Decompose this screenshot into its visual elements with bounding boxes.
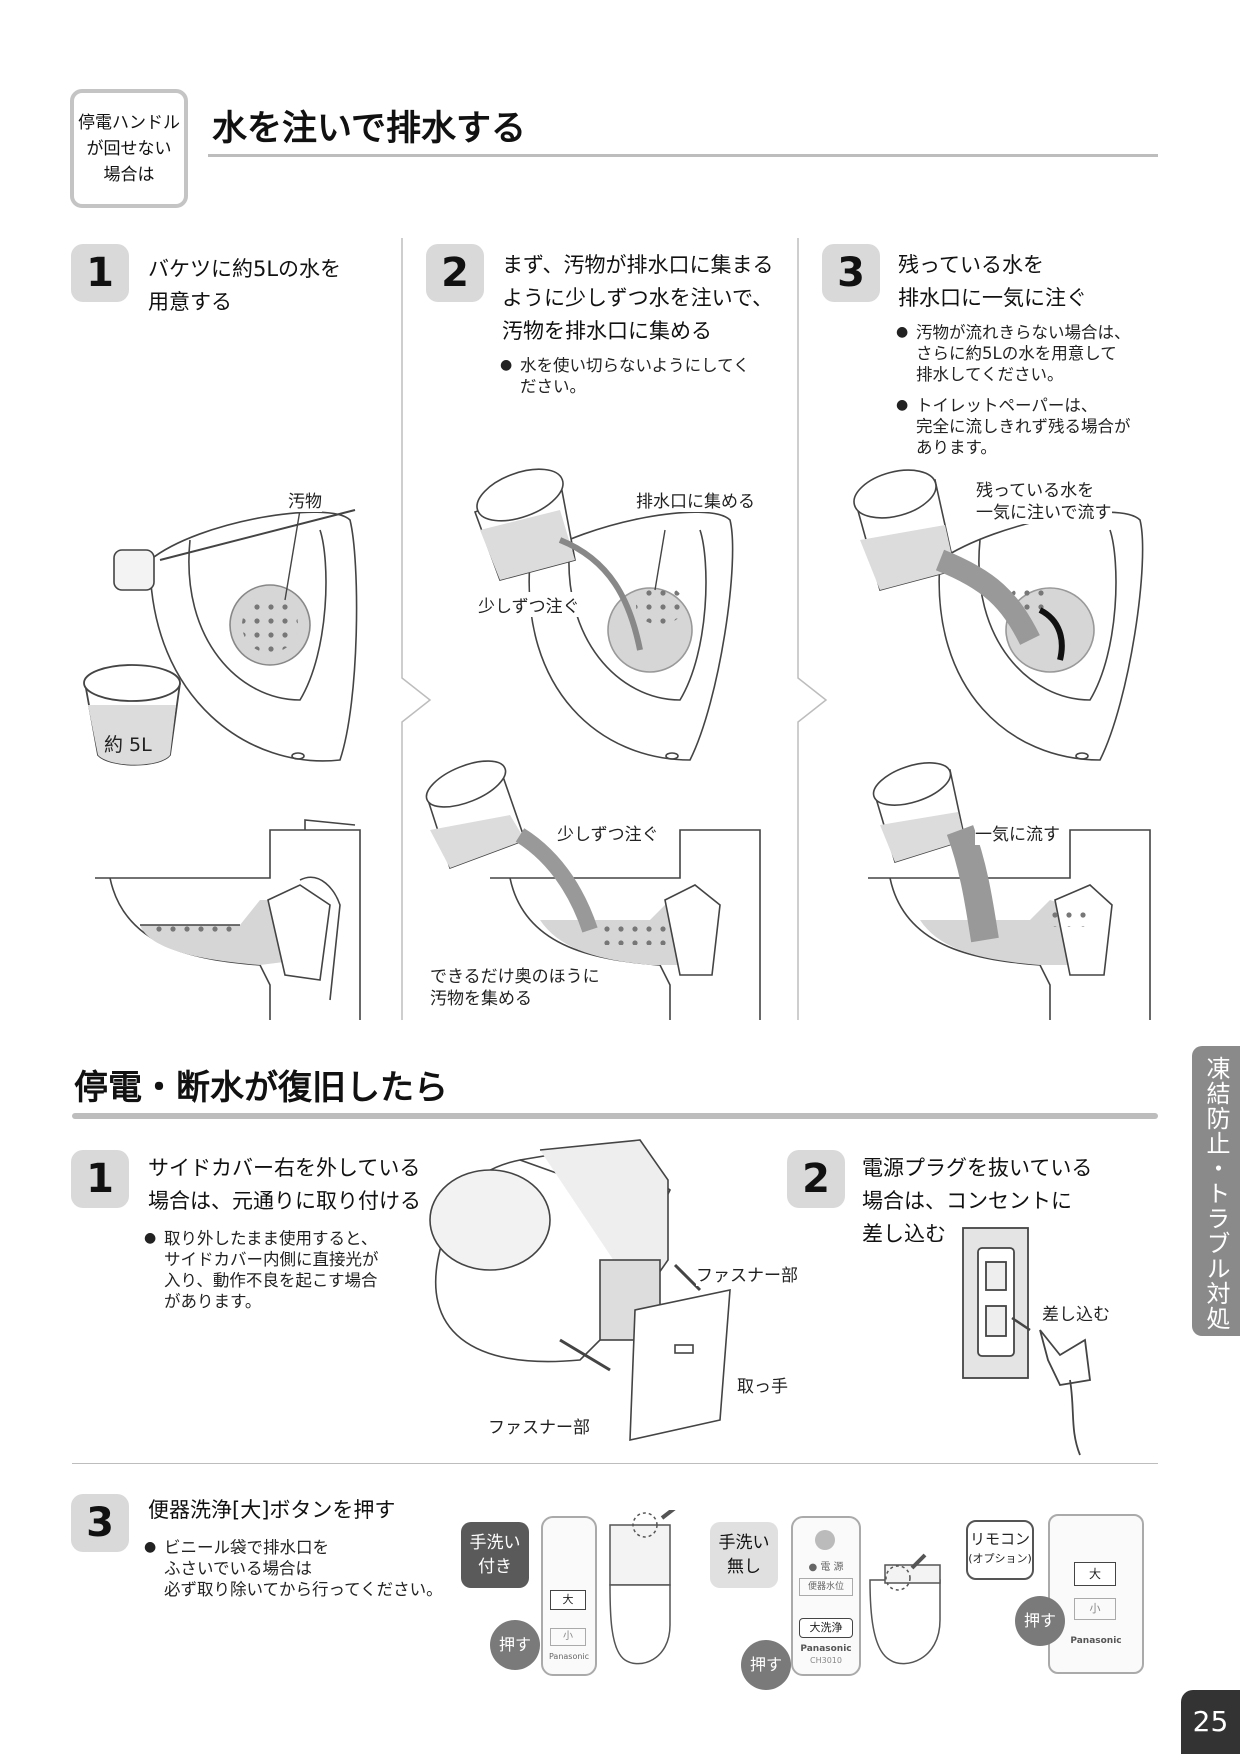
section1-heading: 水を注いで排水する (212, 109, 526, 149)
column-separators (401, 238, 828, 1020)
label-insert: 差し込む (1042, 1300, 1110, 1325)
section2-illustrations (429, 1139, 1092, 1456)
big-flush-button-a[interactable]: 大 (550, 1590, 586, 1610)
s2-step-1-note: ● 取り外したまま使用すると、 サイドカバー内側に直接光が 入り、動作不良を起こ… (144, 1229, 379, 1311)
page-number: 25 (1181, 1690, 1240, 1754)
bowl-cross-section-1 (95, 819, 361, 1020)
remote-panel-c: 大 小 Panasonic (1048, 1514, 1144, 1674)
step-3-title: 残っている水を 排水口に一気に注ぐ (898, 253, 1087, 310)
label-bucket-5l: 約 5L (104, 734, 152, 756)
label-handle: 取っ手 (737, 1372, 788, 1397)
remote-panel-b: ● 電 源 便器水位 大洗浄 Panasonic CH3010 (791, 1516, 861, 1676)
side-tab[interactable]: 凍結防止・トラブル対処 (1192, 1046, 1240, 1336)
bowl-top-view-1 (113, 509, 358, 762)
label-pour-upper: 少しずつ注ぐ (478, 592, 580, 617)
label-gather-back: できるだけ奥のほうに 汚物を集める (430, 966, 600, 1010)
s2-step-2-badge: 2 (787, 1150, 845, 1208)
s2-step-1-title: サイドカバー右を外している 場合は、元通りに取り付ける (148, 1156, 421, 1213)
wall-outlet (962, 1227, 1092, 1456)
s2-step-3-badge: 3 (71, 1494, 129, 1552)
s2-step-2-title: 電源プラグを抜いている 場合は、コンセントに 差し込む (862, 1156, 1093, 1246)
power-lamp (815, 1530, 835, 1550)
section2-divider (72, 1463, 1158, 1464)
toilet-illustrations (83, 468, 1151, 1020)
label-gather: 排水口に集める (636, 487, 755, 512)
toilet-without-basin (869, 1553, 941, 1665)
push-hand-a: 押す (490, 1620, 540, 1670)
small-flush-button-c[interactable]: 小 (1074, 1598, 1116, 1620)
s2-step-3-title: 便器洗浄[大]ボタンを押す (148, 1498, 396, 1522)
push-hand-b: 押す (741, 1640, 791, 1690)
condition-tag: 停電ハンドル が回せない 場合は (70, 89, 188, 208)
step-2-title: まず、汚物が排水口に集まる ように少しずつ水を注いで、 汚物を排水口に集める (502, 253, 774, 343)
toilet-side-cover (429, 1139, 731, 1442)
section2-rule (72, 1113, 1158, 1119)
bowl-top-view-2 (473, 468, 734, 761)
big-flush-button-c[interactable]: 大 (1074, 1562, 1116, 1586)
label-remaining-water: 残っている水を 一気に注いで流す (976, 480, 1112, 524)
label-flush-at-once: 一気に流す (975, 820, 1060, 845)
toilet-with-basin (609, 1510, 676, 1665)
label-fastener-top: ファスナー部 (696, 1261, 798, 1286)
step-2-note: ● 水を使い切らないようにしてく ださい。 (500, 356, 750, 396)
label-fastener-bottom: ファスナー部 (488, 1413, 590, 1438)
step-3-badge: 3 (822, 244, 880, 302)
step-1-title: バケツに約5Lの水を 用意する (148, 257, 342, 314)
type-label-remote: リモコン (オプション) (966, 1520, 1034, 1580)
heading-rule (208, 154, 1158, 157)
push-hand-c: 押す (1015, 1596, 1065, 1646)
step-3-note-a: ● 汚物が流れきらない場合は、 さらに約5Lの水を用意して 排水してください。 (896, 323, 1131, 384)
big-flush-button-b[interactable]: 大洗浄 (799, 1618, 853, 1638)
bowl-cross-section-3 (868, 762, 1151, 1020)
bowl-top-view-3 (853, 469, 1144, 761)
step-1-badge: 1 (71, 244, 129, 302)
step-3-note-b: ● トイレットペーパーは、 完全に流しきれず残る場合が あります。 (896, 396, 1131, 457)
s2-step-1-badge: 1 (71, 1150, 129, 1208)
section2-heading: 停電・断水が復旧したら (74, 1068, 448, 1108)
bucket-5l (83, 664, 181, 766)
s2-step-3-note: ● ビニール袋で排水口を ふさいでいる場合は 必ず取り除いてから行ってください。 (144, 1538, 443, 1599)
remote-panel-a: 大 小 Panasonic (541, 1516, 597, 1676)
type-label-with-basin: 手洗い 付き (461, 1522, 529, 1588)
bowl-cross-section-2 (425, 760, 761, 1020)
label-pour-lower: 少しずつ注ぐ (557, 820, 659, 845)
label-waste: 汚物 (288, 487, 322, 512)
small-flush-button-a[interactable]: 小 (550, 1628, 586, 1646)
type-label-without-basin: 手洗い 無し (710, 1522, 778, 1588)
step-2-badge: 2 (426, 244, 484, 302)
